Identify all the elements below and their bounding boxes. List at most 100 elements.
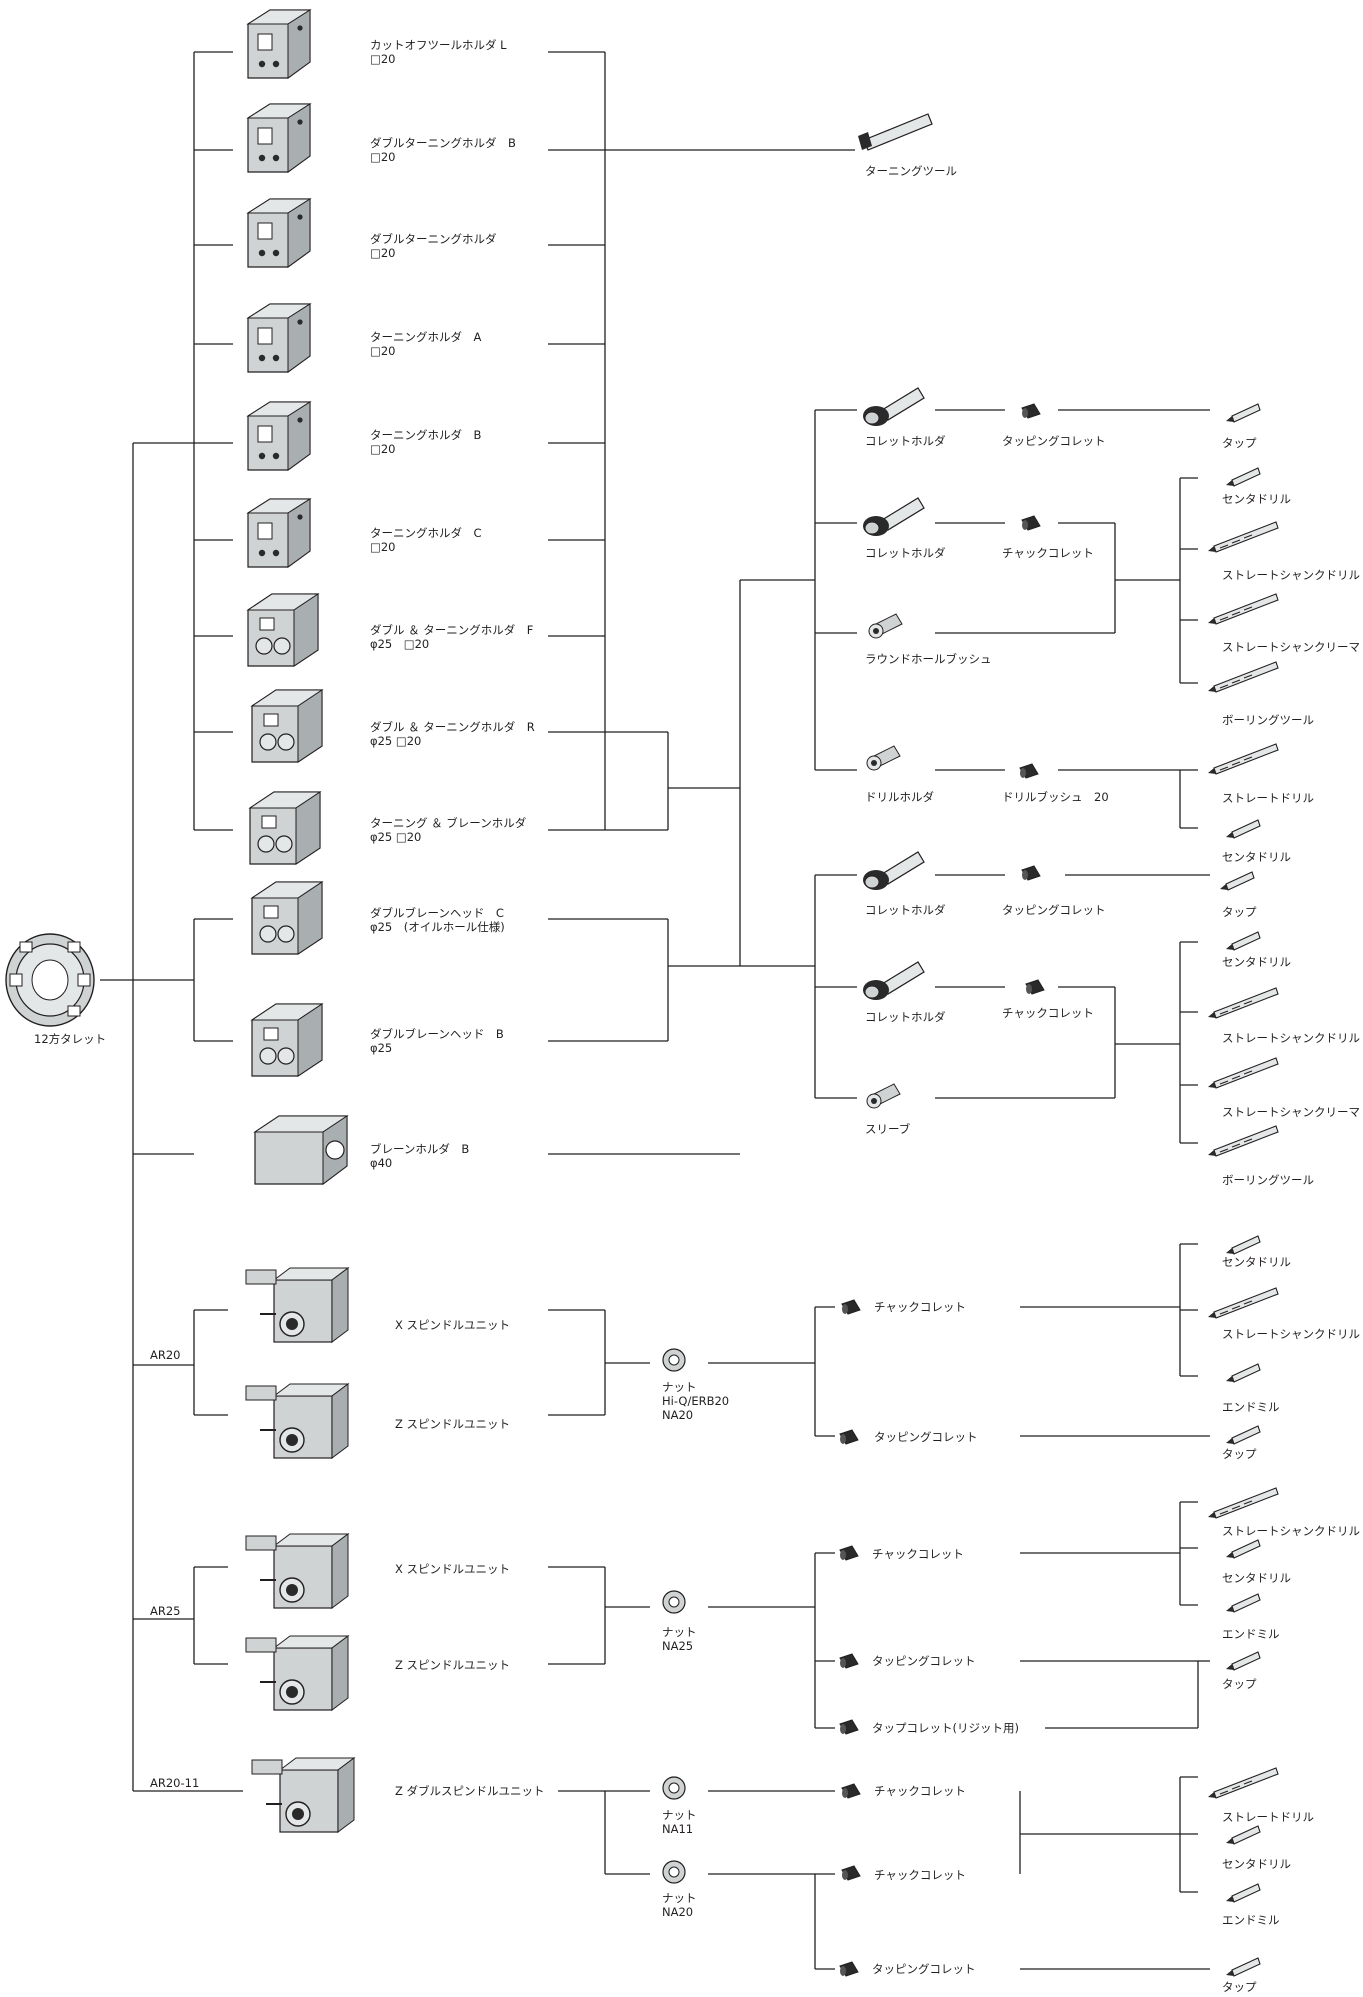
- tapping-collet-label: タッピングコレット: [1002, 903, 1106, 917]
- x-spindle-unit-icon: [245, 1267, 349, 1343]
- tap-label: タップ: [1222, 1980, 1257, 1994]
- sleeve-icon: [866, 1083, 901, 1109]
- straight-drill-icon: [1207, 521, 1279, 553]
- collet-holder-icon: [862, 387, 925, 427]
- connector-lines: [100, 51, 1210, 1970]
- boring-tool-icon: [1207, 1125, 1279, 1157]
- boring-tool-label: ボーリングツール: [1222, 1173, 1314, 1187]
- straight-drill-icon: [1207, 1767, 1279, 1799]
- center-drill-icon: [1225, 1539, 1261, 1559]
- center-drill-label: センタドリル: [1222, 1255, 1291, 1269]
- tap-label: タップ: [1222, 1447, 1257, 1461]
- center-drill-icon: [1225, 467, 1261, 487]
- chuck-collet-label: チャックコレット: [874, 1868, 966, 1882]
- holder-label: ターニングホルダ B□20: [370, 428, 482, 456]
- sleeve-label: スリーブ: [865, 1122, 911, 1136]
- double-turning-holder-icon: [247, 198, 311, 268]
- group-label-ar2011: AR20-11: [150, 1776, 200, 1790]
- turning-holder-icon: [247, 401, 311, 471]
- collet-holder-icon: [862, 851, 925, 891]
- tap-collet-rigid-label: タップコレット(リジット用): [872, 1721, 1019, 1735]
- z-spindle-unit-icon: [245, 1635, 349, 1711]
- drill-holder-label: ドリルホルダ: [865, 790, 934, 804]
- reamer-icon: [1207, 593, 1279, 625]
- center-drill-icon: [1225, 1235, 1261, 1255]
- turret-icon: [5, 933, 95, 1027]
- straight-drill-label: ストレートシャンクドリル: [1222, 1031, 1360, 1045]
- double-turning-holder-icon: [247, 103, 311, 173]
- z-double-spindle-label: Z ダブルスピンドルユニット: [395, 1784, 545, 1798]
- end-mill-icon: [1225, 1593, 1261, 1613]
- holder-label: ダブルターニングホルダ B□20: [370, 136, 516, 164]
- double-boring-holder-icon: [247, 593, 319, 667]
- round-bush-icon: [868, 613, 903, 639]
- z-spindle-unit-icon: [245, 1383, 349, 1459]
- z-spindle-label: Z スピンドルユニット: [395, 1417, 511, 1431]
- collet-holder-icon: [862, 497, 925, 537]
- tap-icon: [1219, 871, 1255, 891]
- collet-holder-label: コレットホルダ: [865, 546, 946, 560]
- turning-tool-icon: [858, 113, 933, 151]
- turning-holder-icon: [247, 303, 311, 373]
- straight-drill-label: ストレートシャンクドリル: [1222, 1327, 1360, 1341]
- tapping-collet-icon: [1021, 403, 1041, 419]
- chuck-collet-icon: [841, 1865, 861, 1881]
- tap-label: タップ: [1222, 905, 1257, 919]
- drill-bush-icon: [1019, 763, 1039, 779]
- turning-holder-icon: [247, 498, 311, 568]
- center-drill-label: センタドリル: [1222, 492, 1291, 506]
- boring-block-icon: [253, 1115, 349, 1185]
- chuck-collet-label: チャックコレット: [874, 1784, 966, 1798]
- holder-label: ターニングホルダ C□20: [370, 526, 482, 554]
- chuck-collet-label: チャックコレット: [872, 1547, 964, 1561]
- tapping-collet-label: タッピングコレット: [1002, 434, 1106, 448]
- nut-icon: [662, 1590, 686, 1614]
- nut-icon: [662, 1348, 686, 1372]
- end-mill-label: エンドミル: [1222, 1913, 1280, 1927]
- group-label-ar25: AR25: [150, 1604, 181, 1618]
- tap-icon: [1225, 1957, 1261, 1977]
- chuck-collet-label: チャックコレット: [1002, 546, 1094, 560]
- collet-holder-icon: [862, 961, 925, 1001]
- chuck-collet-icon: [1025, 979, 1045, 995]
- group-label-ar20: AR20: [150, 1348, 181, 1362]
- tap-icon: [1225, 1651, 1261, 1671]
- straight-drill-icon: [1207, 743, 1279, 775]
- tap-label: タップ: [1222, 1677, 1257, 1691]
- nut-icon: [662, 1860, 686, 1884]
- boring-holder-icon: [249, 791, 321, 865]
- tap-icon: [1225, 1425, 1261, 1445]
- chuck-collet-icon: [841, 1783, 861, 1799]
- collet-holder-label: コレットホルダ: [865, 903, 946, 917]
- chuck-collet-icon: [839, 1545, 859, 1561]
- chuck-collet-label: チャックコレット: [1002, 1006, 1094, 1020]
- center-drill-label: センタドリル: [1222, 955, 1291, 969]
- nut-icon: [662, 1776, 686, 1800]
- straight-drill-label: ストレートシャンクドリル: [1222, 568, 1360, 582]
- center-drill-label: センタドリル: [1222, 1857, 1291, 1871]
- drill-holder-icon: [866, 745, 901, 771]
- tapping-collet-label: タッピングコレット: [874, 1430, 978, 1444]
- round-bush-label: ラウンドホールブッシュ: [865, 652, 992, 666]
- holder-label: ターニングホルダ A□20: [370, 330, 482, 358]
- boring-tool-icon: [1207, 661, 1279, 693]
- tapping-collet-icon: [839, 1961, 859, 1977]
- boring-head-icon: [251, 1003, 323, 1077]
- end-mill-icon: [1225, 1363, 1261, 1383]
- holder-label: ダブルターニングホルダ□20: [370, 232, 497, 260]
- center-drill-icon: [1225, 931, 1261, 951]
- tapping-collet-label: タッピングコレット: [872, 1654, 976, 1668]
- tapping-collet-icon: [839, 1653, 859, 1669]
- turret-label: 12方タレット: [34, 1032, 107, 1046]
- center-drill-label: センタドリル: [1222, 1571, 1291, 1585]
- double-boring-holder-icon: [251, 689, 323, 763]
- straight-reamer-label: ストレートシャンクリーマ: [1222, 640, 1360, 654]
